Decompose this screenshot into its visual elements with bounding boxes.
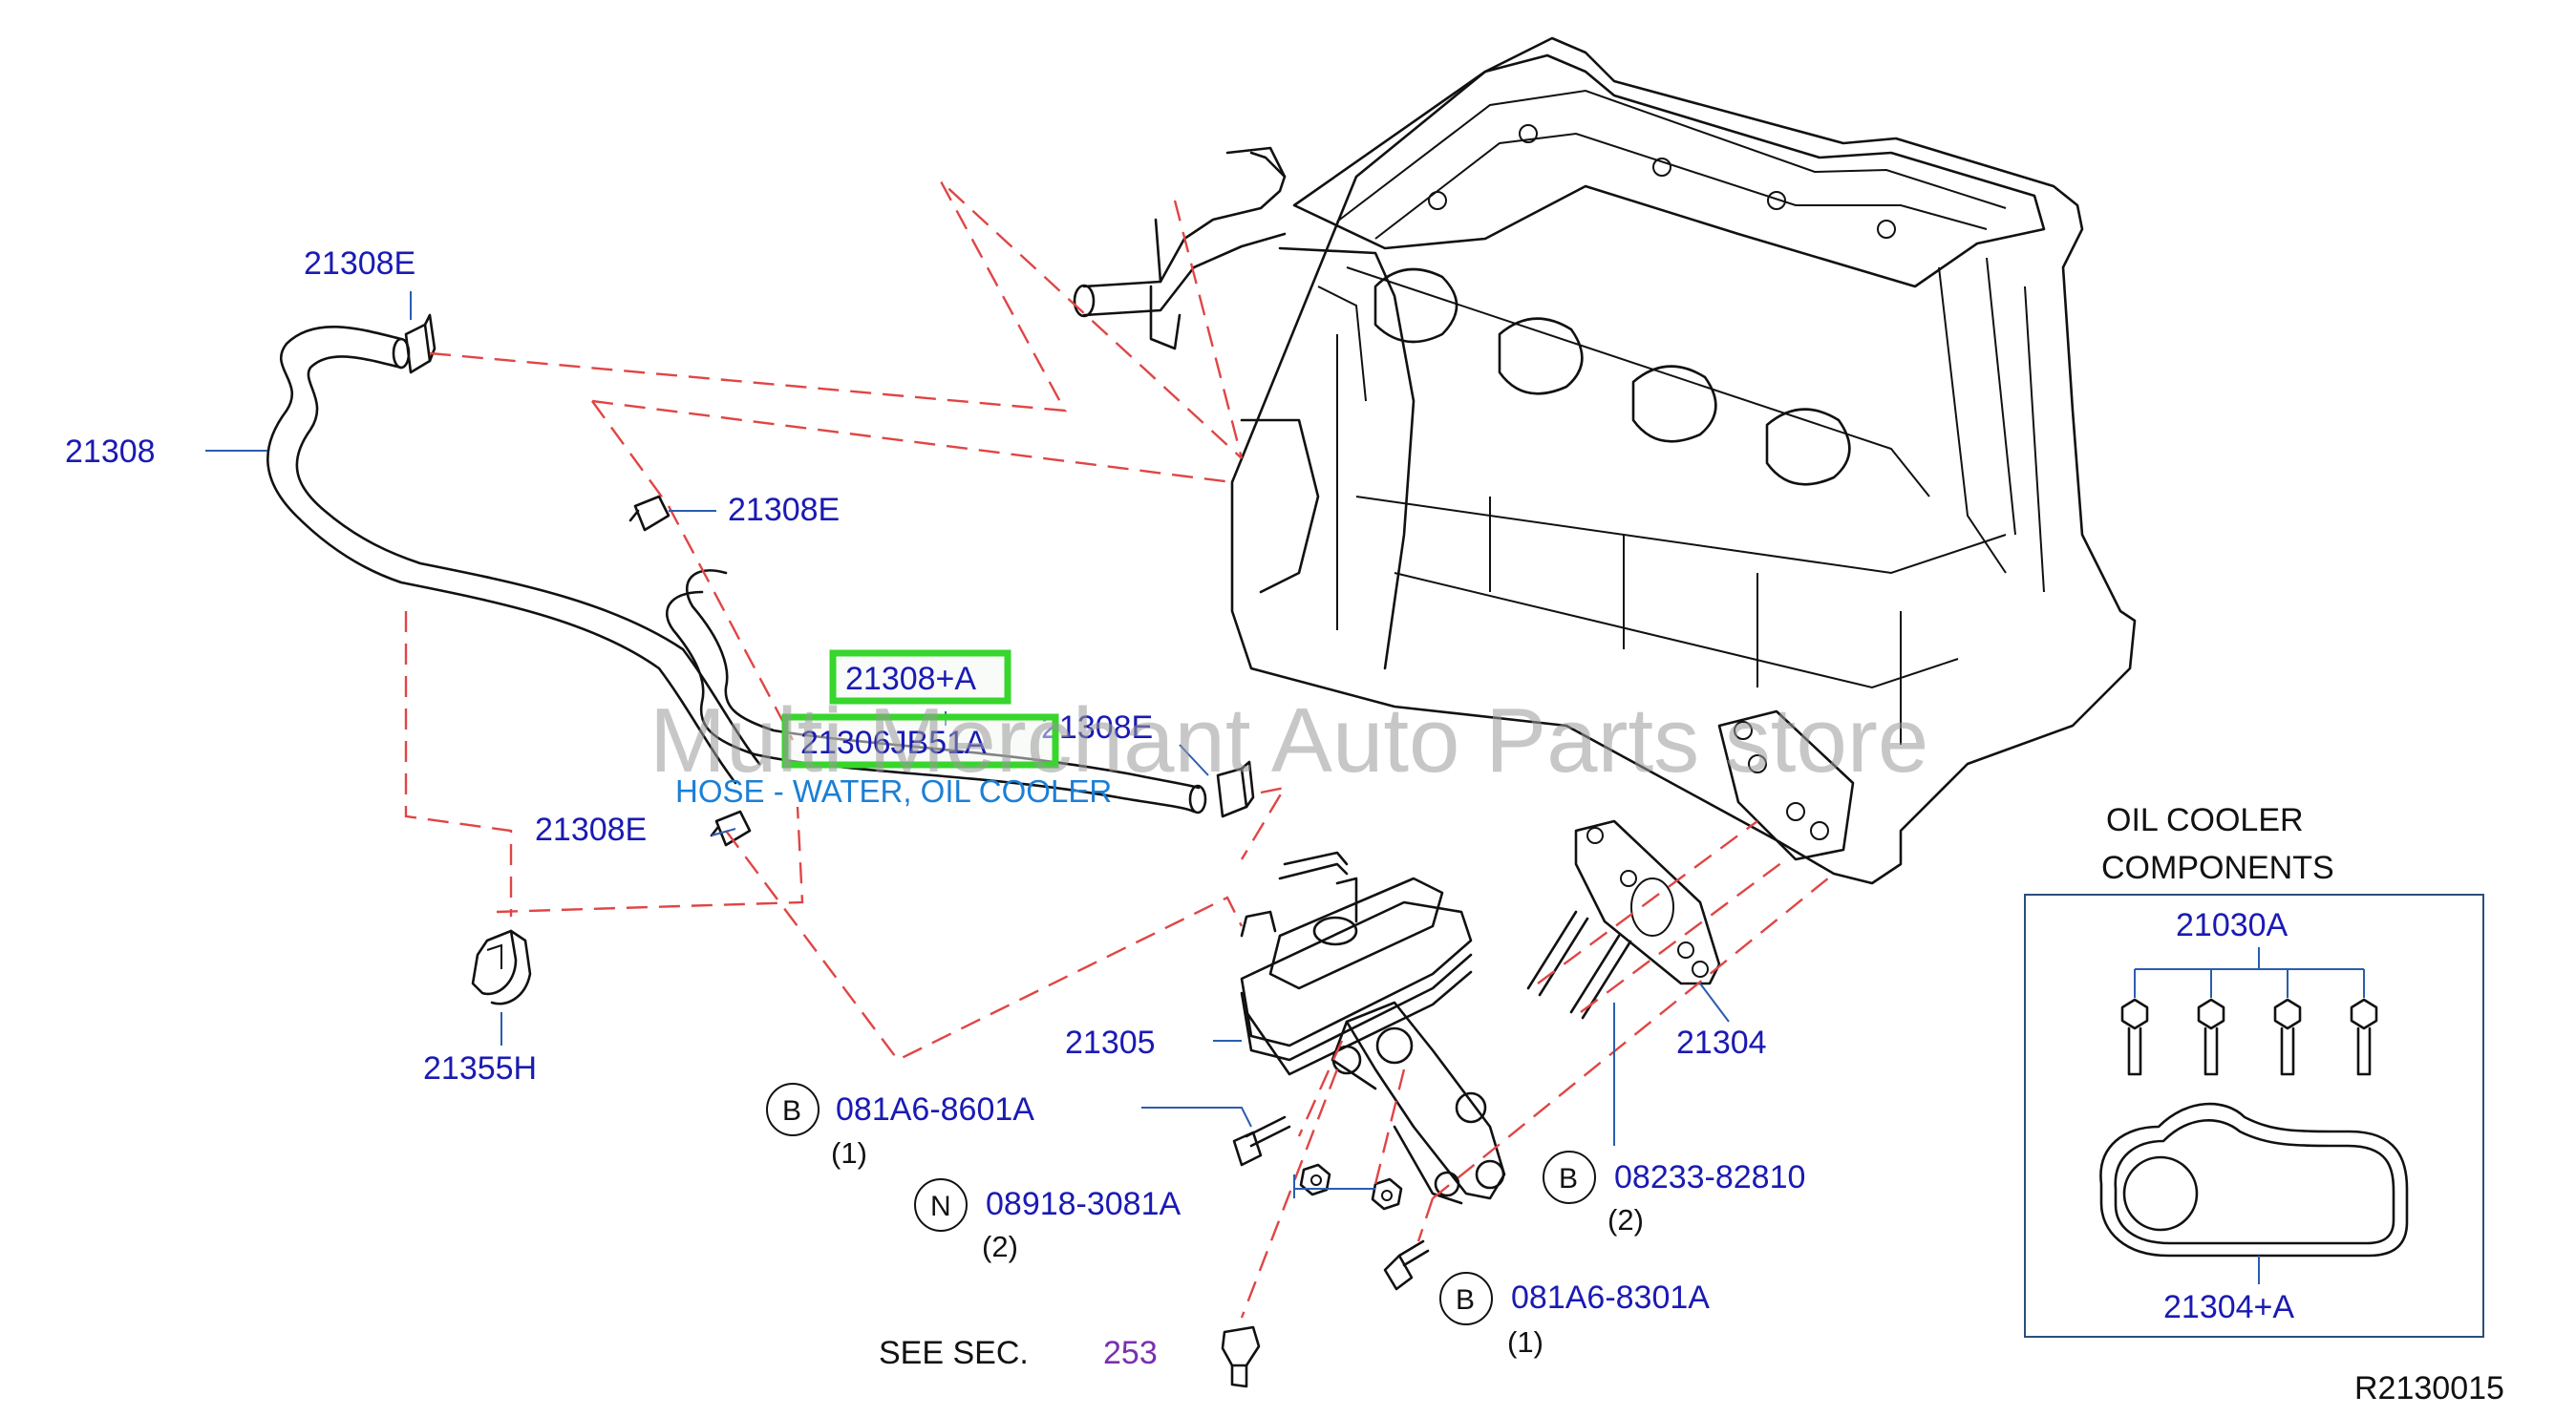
bolt-icon	[1232, 1115, 1291, 1167]
label-21030A[interactable]: 21030A	[2176, 907, 2289, 943]
clamp-icon	[628, 495, 671, 532]
fastener-1-code: B	[782, 1095, 801, 1127]
label-081A6-8301A[interactable]: 081A6-8301A	[1511, 1280, 1710, 1316]
stud-icon	[1526, 910, 1632, 1020]
see-section-label: SEE SEC.	[879, 1335, 1029, 1371]
components-title-line2: COMPONENTS	[2101, 850, 2334, 886]
label-21308E-right[interactable]: 21308E	[1041, 709, 1153, 746]
dashed-leader-lines	[404, 180, 1835, 1319]
label-21304A[interactable]: 21304+A	[2163, 1289, 2294, 1325]
fastener-labels: B 081A6-8601A (1) N 08918-3081A (2) B 08…	[766, 1083, 1805, 1359]
clamp-icon	[710, 810, 752, 847]
highlight-box-21308A	[829, 649, 1011, 705]
label-21308[interactable]: 21308	[65, 434, 156, 470]
bracket-21355H-icon	[471, 929, 532, 1005]
fastener-2-code: N	[930, 1191, 951, 1222]
oil-cooler-hose-21306	[665, 569, 1207, 814]
bolt-icon	[2197, 998, 2225, 1076]
fastener-4-qty: (1)	[1507, 1325, 1543, 1359]
see-section-reference: SEE SEC. 253	[879, 1335, 1158, 1371]
part-description: HOSE - WATER, OIL COOLER	[675, 773, 1112, 809]
fastener-1-qty: (1)	[831, 1136, 867, 1170]
fastener-2-qty: (2)	[982, 1230, 1018, 1263]
label-081A6-8601A[interactable]: 081A6-8601A	[836, 1091, 1034, 1128]
label-21308E-top[interactable]: 21308E	[304, 245, 415, 282]
bolt-icon	[2350, 998, 2378, 1076]
highlight-box-21306JB51A	[781, 713, 1059, 769]
bolt-icon	[2273, 998, 2302, 1076]
label-21306JB51A[interactable]: 21306JB51A	[800, 725, 987, 761]
circle-badge	[914, 1178, 968, 1232]
see-section-link[interactable]: 253	[1103, 1335, 1158, 1371]
clamp-icon	[404, 313, 436, 374]
oil-cooler-gasket-icon	[2099, 1102, 2409, 1258]
circle-badge	[1439, 1272, 1493, 1325]
bolt-icon	[2120, 998, 2149, 1076]
circle-badge	[766, 1083, 820, 1136]
label-08233-82810[interactable]: 08233-82810	[1614, 1159, 1805, 1195]
watermark-text: Multi Merchant Auto Parts store	[649, 689, 1928, 792]
label-21355H[interactable]: 21355H	[423, 1050, 537, 1087]
oil-cooler-illustration	[1240, 851, 1506, 1205]
fastener-3-code: B	[1559, 1163, 1578, 1195]
label-leader-lines	[205, 291, 1730, 1198]
label-21304[interactable]: 21304	[1676, 1025, 1767, 1061]
circle-badge	[1543, 1151, 1596, 1204]
nut-icon	[1299, 1163, 1403, 1211]
fitting-253-icon	[1221, 1325, 1261, 1388]
gasket-21304-illustration	[1574, 819, 1721, 985]
diagram-code: R2130015	[2354, 1370, 2504, 1406]
engine-block-illustration	[1073, 36, 2137, 885]
highlighted-parts: 21308+A 21306JB51A HOSE - WATER, OIL COO…	[675, 649, 1112, 809]
label-21308E-mid[interactable]: 21308E	[728, 492, 840, 528]
callout-labels: 21308E 21308 21308E 21308E 21308E 21355H…	[65, 245, 1767, 1087]
components-frame	[2024, 894, 2484, 1338]
bolt-icon	[1383, 1239, 1430, 1291]
components-title-line1: OIL COOLER	[2106, 802, 2304, 838]
oil-cooler-components-panel: OIL COOLER COMPONENTS 21030A 21304+A	[2024, 802, 2484, 1338]
label-21308A[interactable]: 21308+A	[845, 661, 976, 697]
label-21305[interactable]: 21305	[1065, 1025, 1156, 1061]
fastener-3-qty: (2)	[1607, 1203, 1644, 1237]
fastener-4-code: B	[1456, 1284, 1475, 1316]
label-21308E-lower[interactable]: 21308E	[535, 812, 647, 848]
label-08918-3081A[interactable]: 08918-3081A	[986, 1186, 1182, 1222]
clamp-icon	[1216, 760, 1255, 818]
